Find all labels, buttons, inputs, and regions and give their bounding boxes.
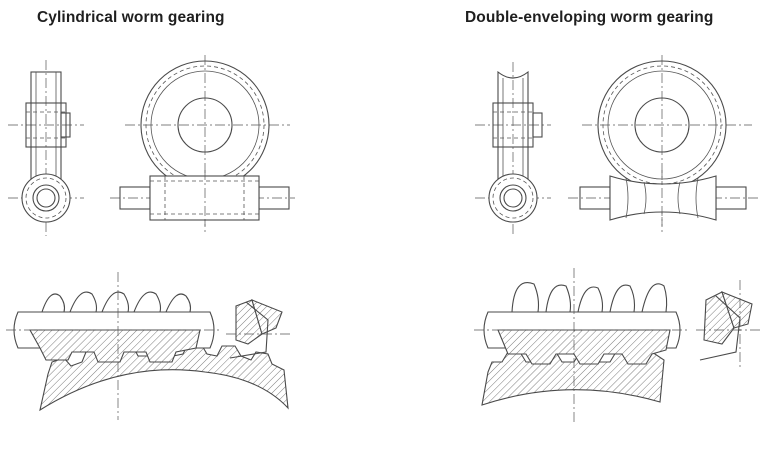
double-enveloping-front-view	[568, 55, 760, 235]
cylindrical-front-view	[110, 55, 295, 235]
tooth-profile-detail	[226, 299, 290, 359]
tooth-profile-detail-enveloping	[696, 280, 762, 370]
double-enveloping-mesh-section	[474, 268, 762, 422]
worm-threads	[41, 291, 192, 313]
title-double-enveloping: Double-enveloping worm gearing	[465, 9, 714, 26]
cylindrical-mesh-section	[6, 272, 290, 420]
cylindrical-side-view	[8, 60, 84, 236]
title-cylindrical: Cylindrical worm gearing	[37, 9, 225, 26]
double-enveloping-side-view	[475, 62, 551, 236]
enveloping-threads	[511, 282, 668, 313]
